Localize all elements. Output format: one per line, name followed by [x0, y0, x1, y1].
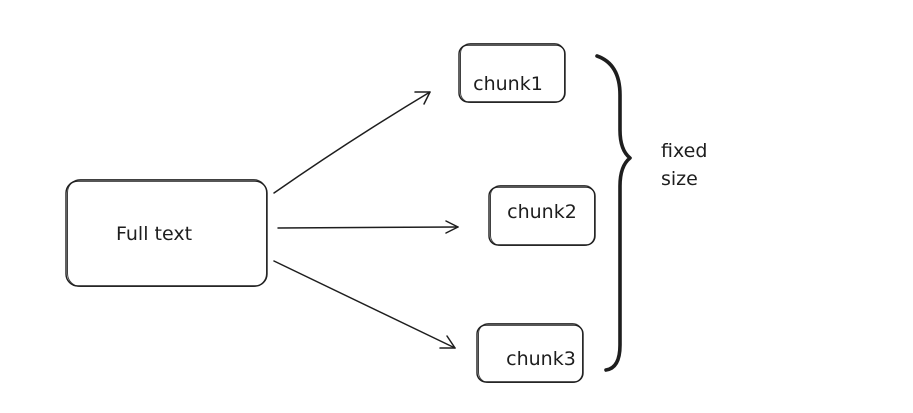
fixed-size-line2: size [661, 168, 698, 190]
arrow-to-chunk2 [277, 220, 459, 234]
curly-brace [595, 54, 632, 372]
full-text-node: Full text [65, 179, 268, 287]
fixed-size-line1: fixed [661, 140, 707, 162]
chunk3-node: chunk3 [476, 323, 584, 383]
arrow-to-chunk1 [273, 91, 431, 194]
chunk1-label: chunk1 [473, 73, 543, 95]
chunk2-label: chunk2 [507, 201, 577, 223]
arrow-to-chunk3 [273, 260, 456, 349]
chunk1-node: chunk1 [458, 43, 566, 103]
chunk2-node: chunk2 [488, 185, 596, 246]
fixed-size-note: fixed size [661, 140, 707, 190]
full-text-label: Full text [116, 223, 192, 245]
chunk3-label: chunk3 [506, 348, 576, 370]
